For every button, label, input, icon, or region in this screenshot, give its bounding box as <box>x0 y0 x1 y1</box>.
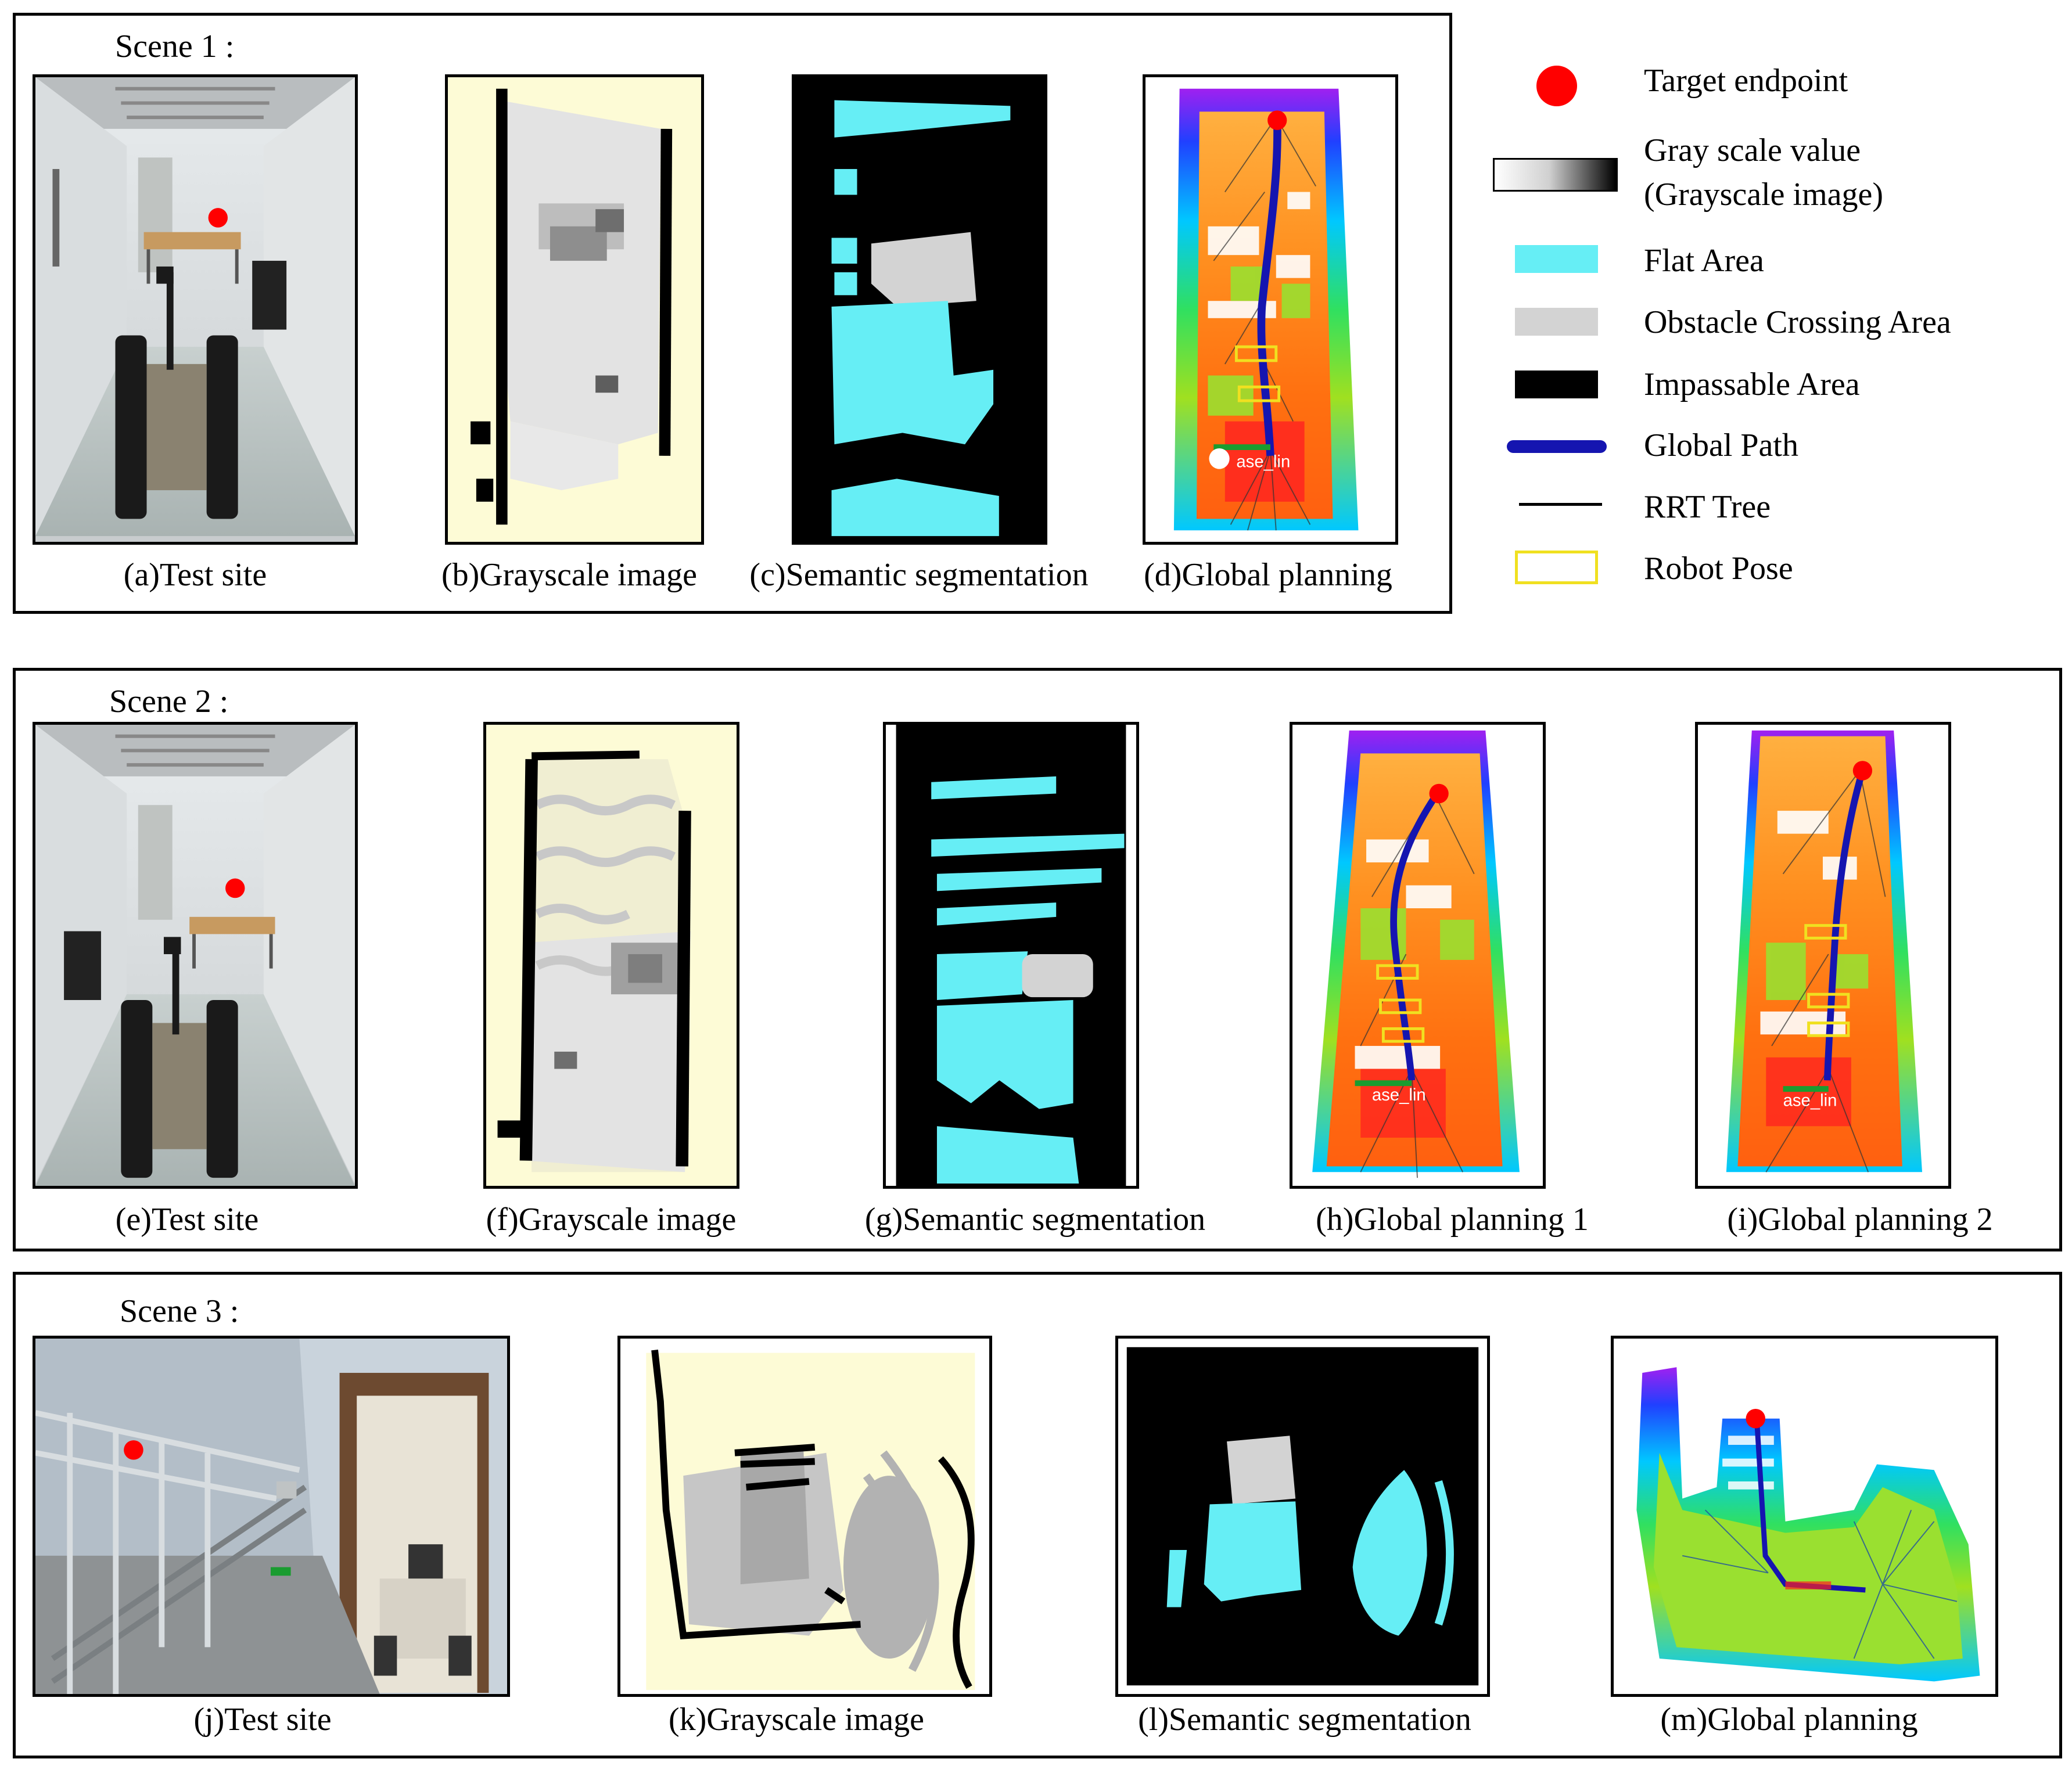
legend-rrt-tree-label: RRT Tree <box>1644 489 1771 525</box>
target-endpoint-marker <box>1429 783 1449 804</box>
legend-obstacle-swatch <box>1515 308 1598 336</box>
legend-target-label: Target endpoint <box>1644 63 1848 99</box>
legend-flat-area-swatch <box>1515 245 1598 273</box>
caption-f: (f)Grayscale image <box>486 1202 737 1238</box>
legend-obstacle-label: Obstacle Crossing Area <box>1644 304 1951 340</box>
caption-a: (a)Test site <box>123 557 267 593</box>
map-overlay-text: ase_lin <box>1236 452 1290 471</box>
caption-c: (c)Semantic segmentation <box>749 557 1089 593</box>
scene3-grayscale-image <box>617 1336 992 1697</box>
scene2-semantic-segmentation <box>883 722 1139 1189</box>
scene1-semantic-segmentation <box>792 74 1047 545</box>
map-overlay-text: ase_lin <box>1372 1085 1426 1105</box>
legend-flat-area-label: Flat Area <box>1644 243 1764 279</box>
caption-l: (l)Semantic segmentation <box>1138 1702 1471 1738</box>
legend-robot-pose-label: Robot Pose <box>1644 551 1793 587</box>
legend-global-path-label: Global Path <box>1644 427 1798 463</box>
scene2-global-planning-1: ase_lin <box>1290 722 1546 1189</box>
scene3-test-site-photo <box>33 1336 510 1697</box>
map-overlay-text: ase_lin <box>1783 1091 1837 1110</box>
scene3-semantic-segmentation <box>1115 1336 1490 1697</box>
legend-impassable-label: Impassable Area <box>1644 366 1860 402</box>
legend-grayscale-label-2: (Grayscale image) <box>1644 177 1883 213</box>
legend-grayscale-label-1: Gray scale value <box>1644 132 1861 168</box>
scene2-test-site-photo <box>33 722 358 1189</box>
caption-g: (g)Semantic segmentation <box>864 1202 1206 1238</box>
legend-robot-pose-box <box>1515 551 1598 584</box>
scene3-label: Scene 3 : <box>120 1293 239 1329</box>
scene1-label: Scene 1 : <box>115 28 235 64</box>
scene1-global-planning: ase_lin <box>1143 74 1398 545</box>
scene2-global-planning-2: ase_lin <box>1695 722 1951 1189</box>
legend-global-path-line <box>1507 440 1607 453</box>
scene1-test-site-photo <box>33 74 358 545</box>
caption-d: (d)Global planning <box>1144 557 1392 593</box>
scene2-grayscale-image <box>483 722 739 1189</box>
target-endpoint-marker <box>1267 110 1287 130</box>
scene3-global-planning <box>1611 1336 1998 1697</box>
caption-b: (b)Grayscale image <box>441 557 697 593</box>
caption-m: (m)Global planning <box>1660 1702 1918 1738</box>
target-endpoint-marker <box>225 878 245 898</box>
target-endpoint-marker <box>208 208 228 228</box>
target-endpoint-marker <box>1852 761 1873 781</box>
legend-target-icon <box>1536 66 1577 106</box>
caption-k: (k)Grayscale image <box>669 1702 924 1738</box>
caption-i: (i)Global planning 2 <box>1727 1202 1993 1238</box>
caption-h: (h)Global planning 1 <box>1316 1202 1589 1238</box>
target-endpoint-marker <box>124 1440 143 1460</box>
legend-grayscale-swatch <box>1493 158 1618 192</box>
scene2-label: Scene 2 : <box>109 684 229 720</box>
caption-e: (e)Test site <box>115 1202 259 1238</box>
legend-impassable-swatch <box>1515 371 1598 398</box>
caption-j: (j)Test site <box>193 1702 332 1738</box>
legend-rrt-tree-line <box>1519 503 1602 506</box>
scene1-grayscale-image <box>445 74 704 545</box>
target-endpoint-marker <box>1746 1409 1766 1429</box>
